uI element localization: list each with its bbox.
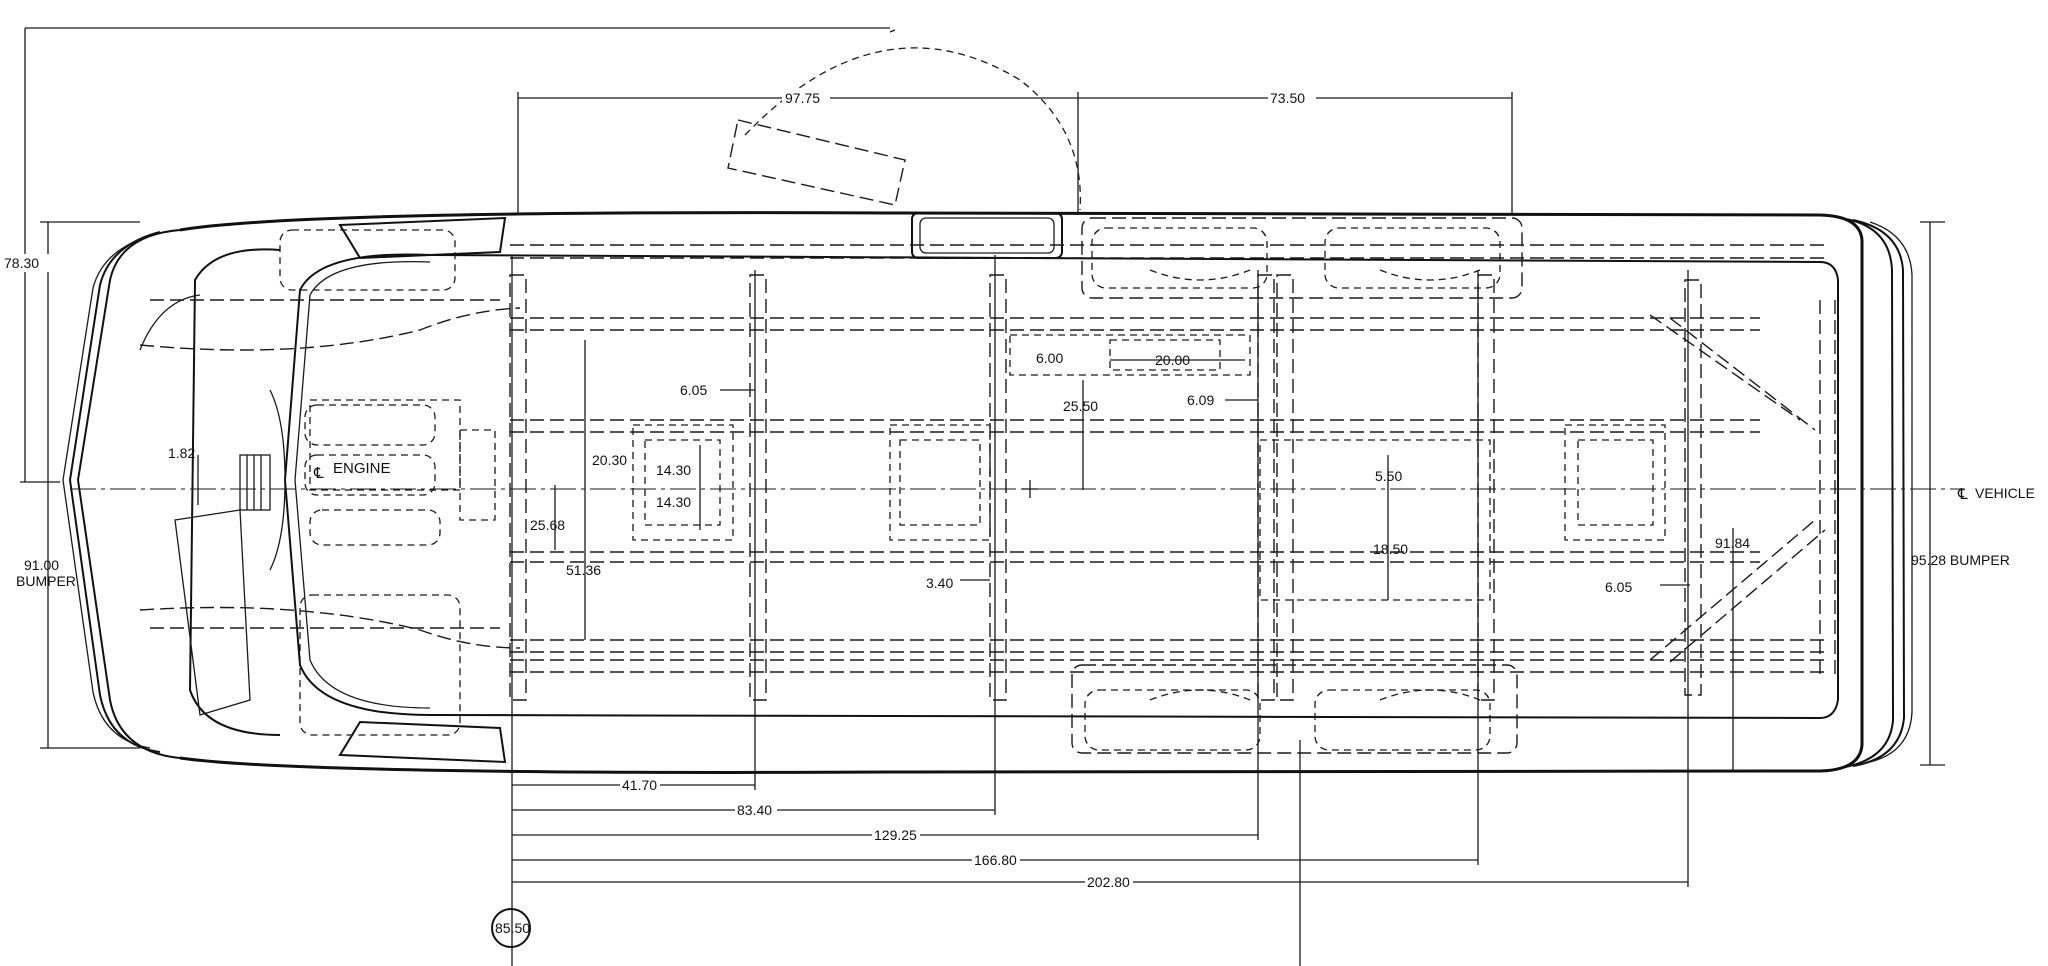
dim-1-82: 1.82 [168, 445, 195, 461]
dimension-lines [20, 27, 1945, 966]
dim-14-30-b: 14.30 [656, 494, 691, 510]
vehicle-centerline-symbol: ℄ [1957, 486, 1968, 503]
body-outline [62, 211, 1913, 774]
dim-25-68: 25.68 [530, 517, 565, 533]
dim-78-30: 78.30 [4, 255, 39, 271]
dim-83-40: 83.40 [737, 802, 772, 818]
engine-label: ENGINE [333, 460, 391, 477]
dim-14-30-a: 14.30 [656, 462, 691, 478]
dim-91-84: 91.84 [1715, 535, 1750, 551]
dim-51-36: 51.36 [566, 562, 601, 578]
front-bumper-value: 91.00 [24, 557, 59, 573]
engine-centerline-symbol: ℄ [313, 465, 324, 482]
front-bumper-label: BUMPER [16, 573, 76, 589]
dim-166-80: 166.80 [974, 852, 1017, 868]
dim-6-00: 6.00 [1036, 350, 1063, 366]
dim-18-50: 18.50 [1373, 541, 1408, 557]
dim-25-50: 25.50 [1063, 398, 1098, 414]
dim-6-05-b: 6.05 [1605, 579, 1632, 595]
door-swing [727, 29, 1082, 259]
components [239, 217, 1666, 754]
dim-6-09: 6.09 [1187, 392, 1214, 408]
dim-3-40: 3.40 [926, 575, 953, 591]
dim-20-30: 20.30 [592, 452, 627, 468]
dim-41-70: 41.70 [622, 777, 657, 793]
dim-5-50: 5.50 [1375, 468, 1402, 484]
vehicle-label: VEHICLE [1975, 485, 2035, 501]
dim-97-75: 97.75 [785, 90, 820, 106]
dimension-texts: 78.30 97.75 73.50 1.82 6.05 20.30 14.30 … [0, 90, 1750, 890]
dim-129-25: 129.25 [874, 827, 917, 843]
station-label: 85.50 [495, 920, 530, 936]
dim-202-80: 202.80 [1087, 874, 1130, 890]
rear-bumper-label: 95.28 BUMPER [1911, 552, 2010, 568]
chassis-frame [139, 244, 1836, 701]
station-marker [491, 908, 531, 948]
dim-20-00: 20.00 [1155, 352, 1190, 368]
dim-73-50: 73.50 [1270, 90, 1305, 106]
labels: ℄ ENGINE ℄ VEHICLE 91.00 BUMPER 95.28 BU… [16, 460, 2035, 936]
dim-6-05-a: 6.05 [680, 382, 707, 398]
